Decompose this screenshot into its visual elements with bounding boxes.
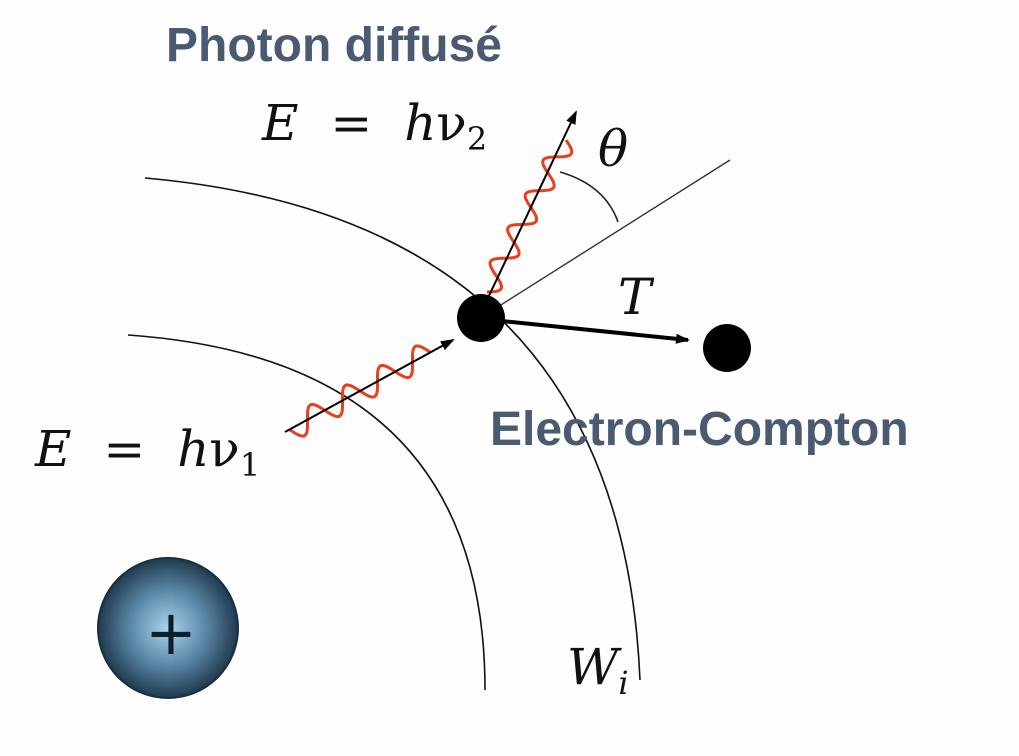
incident-photon-arrow bbox=[285, 340, 453, 432]
compton-electron-title: Electron-Compton bbox=[490, 402, 909, 457]
equals-sign: = bbox=[103, 420, 145, 478]
kinetic-energy-label: T bbox=[618, 268, 651, 326]
scattered-photon-arrow bbox=[487, 112, 576, 300]
scattered-photon-title: Photon diffusé bbox=[166, 18, 502, 73]
bound-electron bbox=[457, 294, 505, 342]
compton-electron bbox=[703, 324, 751, 372]
equals-sign: = bbox=[330, 94, 372, 152]
frequency-nu: ν bbox=[209, 420, 239, 478]
energy-var: E bbox=[35, 420, 72, 478]
scattered-energy-label: E = hν2 bbox=[262, 94, 487, 158]
binding-subscript: i bbox=[618, 664, 628, 702]
incident-direction-line bbox=[485, 160, 730, 315]
planck-h: h bbox=[177, 420, 209, 478]
incident-energy-label: E = hν1 bbox=[35, 420, 260, 484]
energy-var: E bbox=[262, 94, 299, 152]
scattering-angle-arc bbox=[560, 172, 618, 222]
binding-var: W bbox=[567, 638, 618, 696]
frequency-nu: ν bbox=[436, 94, 466, 152]
subscript: 2 bbox=[467, 120, 487, 158]
electron-recoil-arrow bbox=[502, 321, 688, 340]
binding-energy-label: Wi bbox=[567, 638, 629, 702]
planck-h: h bbox=[404, 94, 436, 152]
subscript: 1 bbox=[240, 446, 260, 484]
scattering-angle-label: θ bbox=[598, 120, 628, 178]
nucleus-plus-sign: + bbox=[145, 602, 197, 664]
scattered-photon-wave bbox=[487, 140, 572, 292]
